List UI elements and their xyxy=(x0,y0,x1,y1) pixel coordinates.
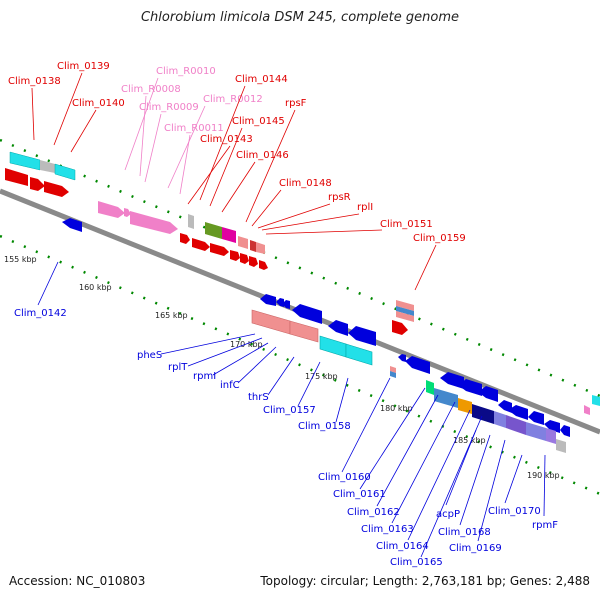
gene-label[interactable]: Clim_0139 xyxy=(57,61,110,72)
label-leader-line xyxy=(70,109,97,153)
gene-label[interactable]: Clim_0138 xyxy=(8,76,61,87)
label-leader-line xyxy=(144,113,162,183)
inner-tick-ring xyxy=(0,234,600,496)
gene-label[interactable]: Clim_R0012 xyxy=(203,94,263,105)
label-leader-line xyxy=(245,109,296,223)
gene-label[interactable]: Clim_R0009 xyxy=(139,102,199,113)
diagram-title: Chlorobium limicola DSM 245, complete ge… xyxy=(140,10,460,25)
label-leader-line xyxy=(237,346,277,384)
gene-label[interactable]: Clim_0164 xyxy=(376,541,429,552)
label-leader-line xyxy=(445,429,477,506)
label-leader-line xyxy=(187,337,263,367)
label-leader-line xyxy=(221,161,256,213)
label-leader-line xyxy=(167,105,206,189)
gene-label[interactable]: rpmF xyxy=(532,520,558,531)
gene-label[interactable]: Clim_R0008 xyxy=(121,84,181,95)
gene-label[interactable]: acpP xyxy=(436,509,460,520)
label-leader-line xyxy=(297,361,321,407)
accession-text: Accession: NC_010803 xyxy=(9,574,146,588)
gene-label[interactable]: Clim_0142 xyxy=(14,308,67,319)
gene-label[interactable]: rpsF xyxy=(285,98,307,109)
label-leader-line xyxy=(543,454,546,517)
label-leader-line xyxy=(459,434,491,526)
feature-clim-0159[interactable] xyxy=(392,300,414,335)
gene-label[interactable]: Clim_0143 xyxy=(200,134,253,145)
gene-label[interactable]: Clim_0163 xyxy=(361,524,414,535)
gene-label[interactable]: rplT xyxy=(168,362,188,373)
label-leader-line xyxy=(267,356,295,396)
label-leader-line xyxy=(504,454,523,504)
label-leader-line xyxy=(160,333,256,355)
gene-label[interactable]: Clim_0144 xyxy=(235,74,288,85)
label-leader-line xyxy=(187,145,231,205)
feature-clim-0138-0140[interactable] xyxy=(5,151,76,197)
gene-label[interactable]: rplI xyxy=(357,202,373,213)
feature-right-edge[interactable] xyxy=(584,395,600,415)
label-leader-line xyxy=(212,342,269,376)
label-leader-line xyxy=(31,87,35,141)
outer-tick-ring xyxy=(0,138,600,398)
feature-rna-cluster[interactable] xyxy=(98,201,194,244)
label-leader-line xyxy=(251,189,282,227)
gene-label[interactable]: rpmI xyxy=(193,371,216,382)
feature-clim-0160-rpmf[interactable] xyxy=(390,354,570,453)
label-leader-line xyxy=(414,244,437,291)
label-leader-line xyxy=(209,127,243,207)
scale-label: 165 kbp xyxy=(155,311,188,320)
label-leader-line xyxy=(179,134,191,195)
label-leader-line xyxy=(341,377,391,473)
label-leader-line xyxy=(407,409,471,541)
gene-label[interactable]: Clim_0148 xyxy=(279,178,332,189)
label-leader-line xyxy=(139,95,147,177)
scale-labels: 155 kbp 160 kbp 165 kbp 170 kbp 175 kbp 180 k… xyxy=(4,255,560,480)
scale-label: 190 kbp xyxy=(527,471,560,480)
label-leader-line xyxy=(335,377,349,423)
gene-label[interactable]: Clim_0165 xyxy=(390,557,443,568)
gene-label[interactable]: Clim_0169 xyxy=(449,543,502,554)
gene-label[interactable]: Clim_0146 xyxy=(236,150,289,161)
gene-label[interactable]: Clim_R0010 xyxy=(156,66,216,77)
label-leader-line xyxy=(391,401,456,524)
gene-label[interactable]: Clim_0160 xyxy=(318,472,371,483)
gene-label[interactable]: Clim_0157 xyxy=(263,405,316,416)
gene-label[interactable]: Clim_0140 xyxy=(72,98,125,109)
label-leader-line xyxy=(257,203,331,229)
genome-summary-text: Topology: circular; Length: 2,763,181 bp… xyxy=(260,574,590,588)
gene-label[interactable]: Clim_0151 xyxy=(380,219,433,230)
gene-label[interactable]: thrS xyxy=(248,392,269,403)
feature-clim-0142[interactable] xyxy=(62,218,82,232)
gene-label[interactable]: Clim_0161 xyxy=(333,489,386,500)
gene-label[interactable]: pheS xyxy=(137,350,162,361)
feature-phes-thrs[interactable] xyxy=(251,294,376,366)
gene-label[interactable]: Clim_R0011 xyxy=(164,123,224,134)
label-leader-line xyxy=(359,387,426,490)
scale-label: 180 kbp xyxy=(380,404,413,413)
label-leader-line xyxy=(53,72,83,146)
gene-label[interactable]: Clim_0168 xyxy=(438,527,491,538)
gene-label[interactable]: rpsR xyxy=(328,192,351,203)
gene-label[interactable]: Clim_0159 xyxy=(413,233,466,244)
label-leader-line xyxy=(376,394,439,507)
scale-label: 175 kbp xyxy=(305,372,338,381)
label-leader-line xyxy=(124,77,159,171)
scale-label: 160 kbp xyxy=(79,283,112,292)
gene-label[interactable]: Clim_0145 xyxy=(232,116,285,127)
scale-label: 155 kbp xyxy=(4,255,37,264)
gene-label[interactable]: Clim_0162 xyxy=(347,507,400,518)
label-leader-line xyxy=(261,213,360,231)
gene-label[interactable]: Clim_0170 xyxy=(488,506,541,517)
label-leader-line xyxy=(265,229,383,235)
gene-label[interactable]: Clim_0158 xyxy=(298,421,351,432)
label-leader-line xyxy=(477,439,506,542)
scale-label: 170 kbp xyxy=(230,340,263,349)
label-leader-line xyxy=(199,85,246,201)
scale-label: 185 kbp xyxy=(453,436,486,445)
gene-label[interactable]: infC xyxy=(220,380,240,391)
feature-clim-0143-0146[interactable] xyxy=(192,222,268,270)
label-leader-line xyxy=(37,261,59,306)
